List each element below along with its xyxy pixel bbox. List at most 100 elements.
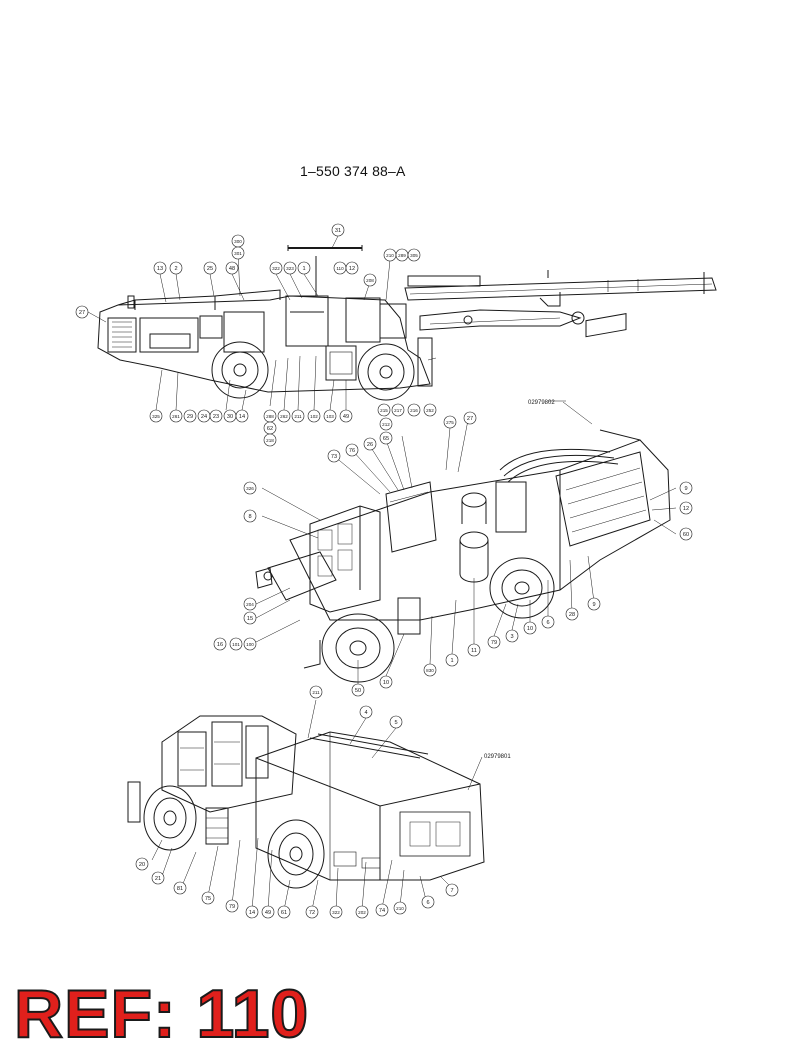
callout-side_view-3: 2 [169,261,183,275]
callout-side_view-30: 62 [263,421,277,435]
callout-circle [235,409,249,423]
callout-circle [379,417,393,431]
callout-label: 9 [684,486,687,492]
ref-label: REF: 110 [13,976,310,1052]
callout-circle [679,481,693,495]
callout-iso_front-27: 28 [565,607,579,621]
callout-label: 6 [426,900,429,906]
callout-circle [243,611,257,625]
callout-iso_rear-17: 7 [445,883,459,897]
callout-label: 62 [267,426,273,432]
callout-circle [183,409,197,423]
callout-side_view-26: 211 [291,409,305,423]
callout-circle [679,501,693,515]
callout-side_view-13: 210 [383,248,397,262]
callout-circle [345,443,359,457]
callout-label: 8 [248,514,251,520]
callout-circle [679,527,693,541]
callout-circle [305,905,319,919]
callout-circle [225,899,239,913]
callout-circle [309,685,323,699]
iso-wheel-rear [489,557,555,619]
callout-iso_front-11: 326 [243,481,257,495]
callout-side_view-16: 27 [75,305,89,319]
callout-side_view-22: 30 [223,409,237,423]
side-wheel-rear [211,341,269,399]
callout-side_view-5: 25 [203,261,217,275]
callout-circle [151,871,165,885]
callout-circle [363,273,377,287]
callout-iso_front-19: 10 [379,675,393,689]
callout-circle [407,248,421,262]
callout-label: 26 [367,442,373,448]
callout-circle [269,261,283,275]
callout-label: 15 [247,616,253,622]
callout-label: 252 [426,408,434,413]
callout-label: 102 [310,414,318,419]
iso-view-rear [127,699,485,911]
callout-circle [225,261,239,275]
callout-side_view-20: 24 [197,409,211,423]
callout-iso_rear-3: 20 [135,857,149,871]
figure-code-bottom: 02979801 [484,754,511,760]
callout-circle [277,409,291,423]
callout-iso_front-14: 15 [243,611,257,625]
callout-side_view-29: 49 [339,409,353,423]
callout-label: 50 [355,688,361,694]
callout-label: 24 [201,414,207,420]
callout-iso_rear-8: 14 [245,905,259,919]
callout-label: 6 [546,620,549,626]
callout-side_view-19: 29 [183,409,197,423]
callout-label: 11 [471,648,477,654]
callout-circle [393,901,407,915]
callout-side_view-12: 208 [363,273,377,287]
callout-side_view-8: 323 [283,261,297,275]
callout-side_view-23: 14 [235,409,249,423]
callout-iso_front-4: 212 [379,417,393,431]
callout-circle [541,615,555,629]
callout-label: 210 [396,906,404,911]
callout-side_view-14: 289 [395,248,409,262]
iso-view-front [251,313,677,684]
callout-label: 830 [426,668,434,673]
callout-circle [245,905,259,919]
callout-iso_rear-15: 210 [393,901,407,915]
callout-label: 61 [281,910,287,916]
callout-circle [243,509,257,523]
callout-iso_front-24: 3 [505,629,519,643]
callout-circle [149,409,163,423]
callout-label: 262 [280,414,288,419]
callout-circle [261,905,275,919]
callout-iso_front-7: 26 [363,437,377,451]
callout-iso_front-22: 11 [467,643,481,657]
callout-side_view-1: 300 [231,234,245,248]
callout-iso_rear-13: 202 [355,905,369,919]
callout-circle [445,883,459,897]
callout-label: 73 [331,454,337,460]
callout-label: 215 [380,408,388,413]
callout-circle [379,431,393,445]
callout-label: 28 [569,612,575,618]
callout-label: 322 [272,266,280,271]
iso-rear-wheel-left [143,785,197,851]
callout-side_view-24: 288 [263,409,277,423]
callout-label: 72 [309,910,315,916]
callout-label: 211 [294,414,302,419]
callout-label: 49 [343,414,349,420]
callout-label: 212 [382,422,390,427]
callout-label: 100 [246,642,254,647]
callout-circle [523,621,537,635]
callout-label: 31 [335,228,341,234]
callout-label: 204 [246,602,254,607]
callout-circle [423,403,437,417]
callout-label: 75 [205,896,211,902]
callout-label: 7 [450,888,453,894]
callout-circle [379,675,393,689]
callout-iso_front-9: 76 [345,443,359,457]
callout-label: 216 [410,408,418,413]
callout-label: 48 [229,266,235,272]
callout-circle [277,905,291,919]
callout-iso_front-17: 100 [243,637,257,651]
callout-label: 79 [229,904,235,910]
